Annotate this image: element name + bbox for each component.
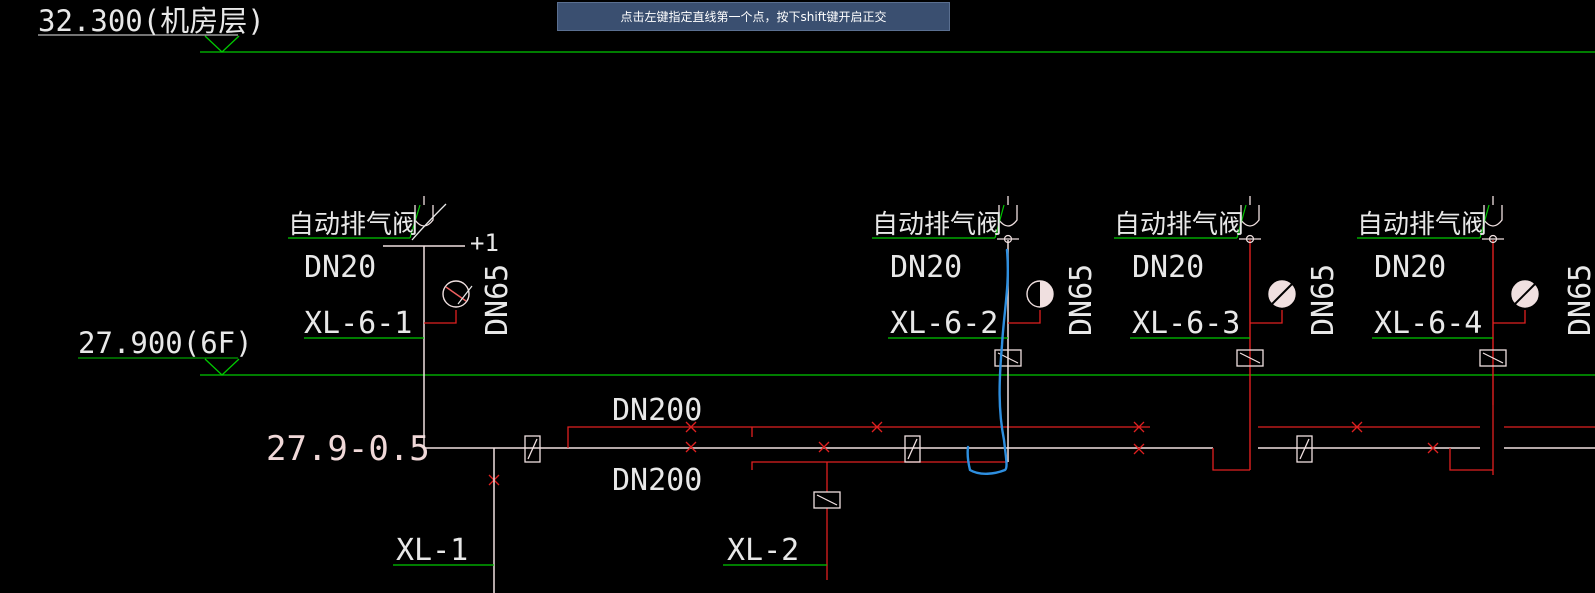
gauge-dn-label: DN65 [1064, 264, 1099, 336]
pressure-gauge-icon [1026, 280, 1054, 308]
riser-xl-2-label: XL-2 [727, 533, 799, 568]
riser-xl-1-label: XL-1 [396, 533, 468, 568]
riser-xl-6-4: 自动排气阀 DN20 XL-6-4 DN65 [1357, 196, 1595, 405]
riser-id-label: XL-6-1 [304, 306, 412, 341]
plus-one-label: +1 [470, 229, 499, 257]
main-pipe-dn-top: DN200 [612, 393, 702, 428]
pressure-gauge-icon [1511, 280, 1539, 308]
level-label-machine-room: 32.300(机房层) [38, 4, 265, 38]
riser-dn-label: DN20 [304, 250, 376, 285]
cross-mark-icon [488, 421, 1439, 486]
pipe-elevation-label: 27.9-0.5 [266, 429, 430, 469]
riser-id-label: XL-6-3 [1132, 306, 1240, 341]
gauge-dn-label: DN65 [480, 264, 515, 336]
air-valve-label: 自动排气阀 [1114, 210, 1244, 240]
gate-valve-icon [1479, 349, 1507, 367]
gate-valve-icon [1236, 349, 1264, 367]
pressure-gauge-icon [442, 280, 473, 308]
blue-sketch-stroke [966, 248, 1010, 475]
gate-valve-icon [524, 435, 1313, 463]
command-tooltip: 点击左键指定直线第一个点，按下shift键开启正交 [557, 2, 950, 31]
riser-dn-label: DN20 [1374, 250, 1446, 285]
gate-valve-icon [813, 491, 841, 509]
level-triangle-icon [204, 358, 240, 376]
level-marker-machine-room: 32.300(机房层) [38, 4, 1595, 53]
main-pipe-dn-bottom: DN200 [612, 463, 702, 498]
pressure-gauge-icon [1268, 280, 1296, 308]
gauge-dn-label: DN65 [1563, 264, 1595, 336]
air-valve-label: 自动排气阀 [872, 210, 1002, 240]
air-valve-icon [1482, 196, 1504, 244]
air-valve-icon [1239, 196, 1261, 244]
air-valve-label: 自动排气阀 [288, 210, 418, 240]
riser-dn-label: DN20 [890, 250, 962, 285]
level-marker-6f: 27.900(6F) [78, 326, 1595, 376]
riser-id-label: XL-6-2 [890, 306, 998, 341]
air-valve-label: 自动排气阀 [1357, 210, 1487, 240]
level-triangle-icon [204, 35, 240, 53]
riser-dn-label: DN20 [1132, 250, 1204, 285]
riser-xl-1: XL-1 [393, 448, 495, 593]
gauge-dn-label: DN65 [1306, 264, 1341, 336]
riser-xl-2: XL-2 [723, 491, 841, 568]
riser-xl-6-2: 自动排气阀 DN20 XL-6-2 DN65 [872, 196, 1099, 462]
red-branch-lines [567, 405, 1595, 580]
riser-xl-6-1: 自动排气阀 +1 DN20 XL-6-1 DN65 [288, 196, 515, 448]
riser-id-label: XL-6-4 [1374, 306, 1482, 341]
air-valve-icon [997, 196, 1019, 244]
level-label-6f: 27.900(6F) [78, 326, 253, 360]
riser-xl-6-3: 自动排气阀 DN20 XL-6-3 DN65 [1114, 196, 1341, 470]
